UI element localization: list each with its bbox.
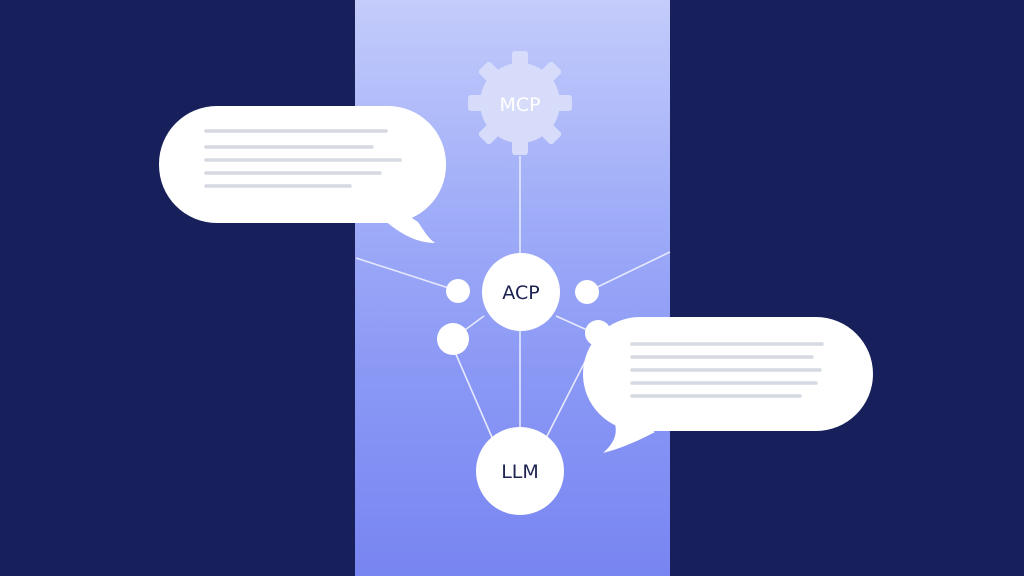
llm-circle [476,427,564,515]
acp-node: ACP [482,253,560,331]
speech-bubble-icon [583,317,873,453]
acp-circle [482,253,560,331]
dot-left-upper [446,279,470,303]
right-bubble-text-lines [630,342,824,398]
gear-icon [468,51,572,155]
dot-left-lower [437,323,469,355]
mcp-label: MCP [499,94,540,116]
connector-right-edge [586,251,671,293]
dot-right-upper [575,280,599,304]
mcp-gear-node: MCP [468,51,572,155]
llm-label: LLM [501,461,539,483]
left-bubble-text-lines [204,129,402,188]
connector-left-dot-llm [454,351,495,443]
speech-bubble-icon [159,106,446,243]
left-speech-bubble [159,106,446,243]
connector-left-bubble [355,257,459,292]
right-speech-bubble [583,317,873,453]
acp-label: ACP [502,282,539,304]
llm-node: LLM [476,427,564,515]
